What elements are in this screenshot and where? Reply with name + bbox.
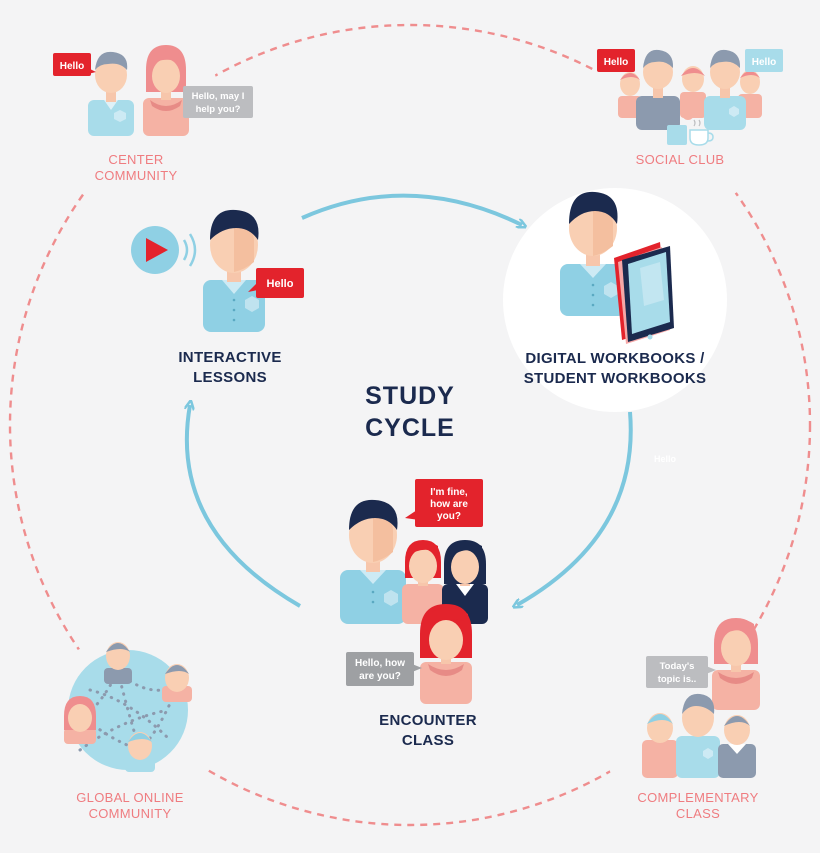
hello-bubble-right: Hello: [745, 49, 783, 72]
title-line-1: STUDY: [365, 382, 455, 410]
svg-text:how are: how are: [430, 499, 468, 510]
bubble-text: Hello: [60, 61, 84, 72]
svg-text:Hello: Hello: [604, 57, 628, 68]
svg-text:Hello, may I: Hello, may I: [192, 91, 245, 102]
arrow-lessons-to-workbooks: [301, 193, 522, 225]
svg-text:help you?: help you?: [196, 104, 241, 115]
svg-text:I'm fine,: I'm fine,: [430, 487, 468, 498]
im-fine-bubble: I'm fine, how are you?: [405, 479, 483, 527]
interactive-lessons-label: INTERACTIVE LESSONS: [178, 349, 282, 386]
svg-text:topic is..: topic is..: [658, 674, 697, 685]
tablet-icon: [614, 242, 674, 344]
hello-bubble-left: Hello: [597, 49, 635, 72]
help-bubble: Hello, may I help you?: [183, 86, 253, 118]
tea-cup-icon: [689, 119, 714, 146]
hello-bubble: Hello: [53, 53, 96, 76]
digital-workbooks-label: DIGITAL WORKBOOKS / STUDENT WORKBOOKS: [523, 350, 707, 387]
social-club-illustration: Hello Hello: [597, 49, 783, 146]
faint-hello-text: Hello: [654, 454, 677, 464]
svg-text:you?: you?: [437, 511, 461, 522]
complementary-class-illustration: Today's topic is..: [642, 618, 760, 778]
interactive-lessons-illustration: Hello: [131, 209, 304, 332]
encounter-class-label: ENCOUNTER CLASS: [379, 712, 477, 749]
sound-wave-icon: [182, 233, 197, 267]
center-community-illustration: Hello Hello, may I help you?: [53, 45, 253, 136]
hello-how-bubble: Hello, how are you?: [346, 652, 422, 686]
topic-bubble: Today's topic is..: [646, 656, 716, 688]
glass-icon: [667, 125, 687, 145]
arrow-workbooks-to-encounter: [517, 411, 633, 605]
global-online-community-label: GLOBAL ONLINE COMMUNITY: [76, 790, 184, 821]
arrow-encounter-to-lessons: [187, 405, 301, 608]
svg-text:are you?: are you?: [359, 671, 401, 682]
svg-text:Hello: Hello: [267, 278, 294, 290]
encounter-class-illustration: I'm fine, how are you? Hello, how are yo…: [340, 479, 488, 704]
digital-workbooks-illustration: [560, 191, 674, 344]
outer-dashed-circle: [8, 23, 812, 827]
globe-network-icon: [64, 642, 192, 772]
complementary-class-label: COMPLEMENTARY CLASS: [637, 790, 759, 821]
social-club-label: SOCIAL CLUB: [635, 152, 725, 167]
title-line-2: CYCLE: [365, 414, 455, 442]
svg-text:Today's: Today's: [660, 661, 695, 672]
svg-text:Hello: Hello: [752, 57, 776, 68]
svg-text:Hello, how: Hello, how: [355, 658, 405, 669]
center-community-label: CENTER COMMUNITY: [94, 152, 178, 183]
diagram-title: STUDY CYCLE: [330, 380, 490, 444]
hello-bubble: Hello: [248, 268, 304, 298]
